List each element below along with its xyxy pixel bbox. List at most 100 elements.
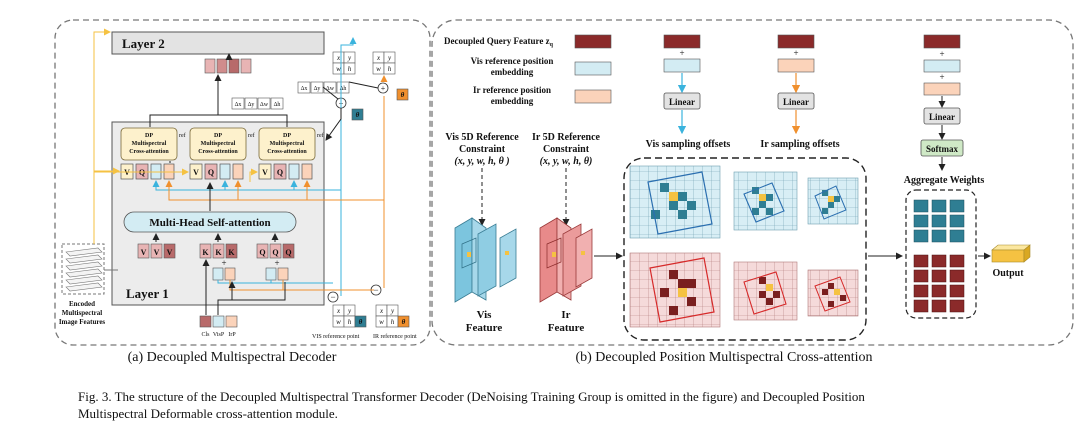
- svg-text:x: x: [336, 307, 341, 315]
- ir-ref-grid-bottom: x y w h θ: [375, 304, 410, 328]
- svg-text:Vis reference position: Vis reference position: [471, 56, 554, 66]
- svg-text:Multispectral: Multispectral: [62, 309, 102, 317]
- panel-a-connectors: [93, 28, 388, 315]
- svg-text:embedding: embedding: [491, 96, 534, 106]
- svg-text:Cross-attention: Cross-attention: [129, 149, 169, 155]
- panel-b-cross-attention: Decoupled Query Feature zq Vis reference…: [431, 19, 1074, 365]
- aggregate-label: Aggregate Weights: [904, 175, 985, 186]
- legend-vis-swatch: [574, 61, 612, 76]
- svg-text:Linear: Linear: [669, 97, 695, 107]
- vis-feature-maps: Vis Feature: [454, 217, 517, 334]
- svg-text:K: K: [215, 248, 222, 257]
- svg-text:K: K: [228, 248, 235, 257]
- attention-weight-branch: + + Linear Softmax Aggregate Weights: [904, 34, 985, 186]
- svg-text:w: w: [336, 65, 341, 73]
- svg-text:Multispectral: Multispectral: [132, 141, 167, 147]
- delta-boxes-mid: Δx Δy Δw Δh: [231, 97, 284, 110]
- vis-ref-grid-top: x y w h: [332, 51, 356, 75]
- vis-ref-point-label: VIS reference point: [312, 333, 360, 340]
- svg-text:V: V: [167, 248, 173, 257]
- vis-5d-constraint: Vis 5D Reference Constraint (x, y, w, h,…: [445, 132, 519, 226]
- svg-text:Cross-attention: Cross-attention: [267, 149, 307, 155]
- layer1-label: Layer 1: [126, 286, 169, 301]
- vkq-tokens: V V V K K K Q Q Q + +: [137, 243, 295, 281]
- svg-text:Q: Q: [208, 168, 214, 177]
- svg-text:h: h: [348, 318, 352, 326]
- svg-text:Multispectral: Multispectral: [201, 141, 236, 147]
- svg-text:Ir 5D Reference: Ir 5D Reference: [532, 132, 600, 143]
- svg-text:θ: θ: [401, 91, 405, 99]
- svg-text:Δx: Δx: [235, 102, 242, 108]
- svg-text:Δy: Δy: [248, 102, 255, 108]
- svg-text:DP: DP: [283, 133, 291, 139]
- svg-text:Δw: Δw: [260, 102, 269, 108]
- ir-sampling-label: Ir sampling offsets: [760, 139, 839, 150]
- delta-boxes-top: Δx Δy Δw Δh: [297, 81, 350, 94]
- query-init-tokens: Cls VisP IrP: [199, 315, 238, 338]
- svg-text:Vis: Vis: [477, 309, 493, 321]
- svg-text:Feature: Feature: [466, 322, 503, 334]
- svg-text:V: V: [262, 168, 268, 177]
- svg-text:DP: DP: [214, 133, 222, 139]
- vis-weight-cubes: [913, 199, 965, 243]
- ir-ref-point-label: IR reference point: [373, 333, 417, 340]
- svg-text:x: x: [336, 54, 341, 62]
- svg-text:Q: Q: [259, 248, 265, 257]
- caption-line-1: Fig. 3. The structure of the Decoupled M…: [78, 389, 865, 404]
- layer2-output-tokens: [204, 58, 252, 74]
- svg-text:−: −: [373, 285, 378, 295]
- svg-text:y: y: [390, 307, 395, 315]
- svg-text:ref: ref: [179, 132, 186, 139]
- svg-text:+: +: [939, 72, 944, 82]
- svg-text:Linear: Linear: [783, 97, 809, 107]
- ir-offset-branch: + Linear Ir sampling offsets: [760, 34, 840, 150]
- aggregate-weight-stack: [905, 189, 977, 319]
- svg-text:Vis 5D Reference: Vis 5D Reference: [445, 132, 519, 143]
- svg-text:Q: Q: [277, 168, 283, 177]
- svg-text:Constraint: Constraint: [543, 144, 590, 155]
- svg-text:Ir: Ir: [561, 309, 570, 321]
- svg-text:VisP: VisP: [213, 332, 225, 338]
- svg-text:h: h: [348, 65, 352, 73]
- dp-module-1: DP Multispectral Cross-attention ref: [120, 127, 186, 161]
- legend-query-label: Decoupled Query Feature zq: [444, 36, 554, 48]
- theta-ir-box: [396, 88, 409, 101]
- svg-text:DP: DP: [145, 133, 153, 139]
- panel-a-decoupled-decoder: Layer 2 Layer 1 DP Multispectral Cross-a…: [54, 19, 431, 365]
- svg-text:Feature: Feature: [548, 322, 585, 334]
- svg-text:Image Features: Image Features: [59, 318, 106, 326]
- svg-text:V: V: [141, 248, 147, 257]
- panel-a-frame: [54, 19, 431, 346]
- svg-text:V: V: [154, 248, 160, 257]
- svg-text:Δw: Δw: [326, 86, 335, 92]
- vis-ref-grid-bottom: x y w h θ: [332, 304, 367, 328]
- svg-text:Δh: Δh: [340, 86, 347, 92]
- svg-text:y: y: [347, 54, 352, 62]
- svg-text:w: w: [379, 318, 384, 326]
- svg-text:h: h: [388, 65, 392, 73]
- svg-text:Linear: Linear: [929, 112, 955, 122]
- panel-b-frame: [431, 19, 1074, 346]
- svg-text:y: y: [347, 307, 352, 315]
- ir-5d-constraint: Ir 5D Reference Constraint (x, y, w, h, …: [532, 132, 601, 226]
- ir-sampling-grid-large: [629, 252, 721, 328]
- svg-text:+: +: [221, 258, 226, 268]
- ir-ref-grid-top: x y w h: [372, 51, 396, 75]
- legend-ir-swatch: [574, 89, 612, 104]
- svg-text:x: x: [379, 307, 384, 315]
- svg-text:x: x: [376, 54, 381, 62]
- vis-sampling-grid-small: [807, 177, 859, 225]
- svg-text:Q: Q: [272, 248, 278, 257]
- svg-text:−: −: [330, 292, 335, 302]
- svg-text:Multispectral: Multispectral: [270, 141, 305, 147]
- svg-text:+: +: [793, 48, 798, 58]
- svg-text:ref: ref: [248, 132, 255, 139]
- svg-text:w: w: [376, 65, 381, 73]
- sampling-region-frame: [623, 157, 867, 341]
- svg-text:Δy: Δy: [314, 86, 321, 92]
- svg-text:K: K: [202, 248, 209, 257]
- svg-text:Δh: Δh: [274, 102, 281, 108]
- layer2-box: [111, 31, 325, 55]
- vis-sampling-grid-large: [629, 165, 721, 239]
